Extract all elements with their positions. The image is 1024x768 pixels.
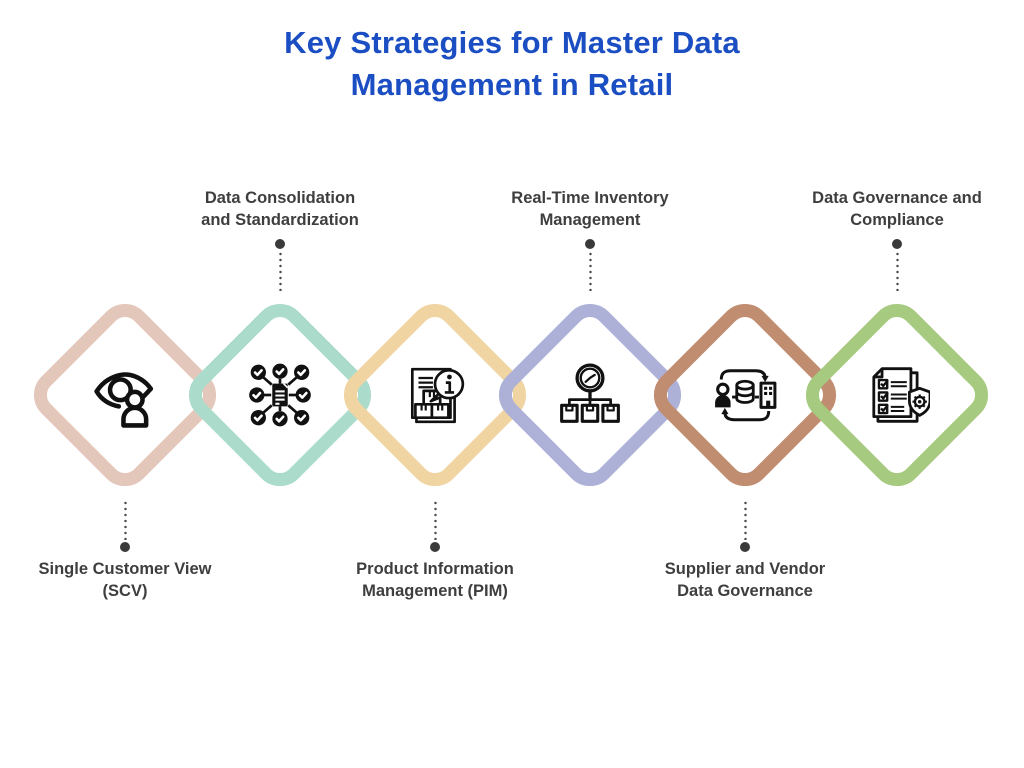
icon-wrap — [92, 362, 158, 428]
icon-wrap — [247, 362, 313, 428]
strategy-label: Data Consolidation and Standardization — [155, 188, 405, 231]
icon-wrap — [864, 362, 930, 428]
document-checkmarks-icon — [249, 363, 311, 427]
dotted-connector — [278, 251, 282, 291]
strategy-label: Product Information Management (PIM) — [310, 559, 560, 602]
strategy-label: Single Customer View (SCV) — [0, 559, 250, 602]
strategy-label-line-2: Management — [539, 210, 641, 229]
connector-dot — [585, 239, 595, 249]
dotted-connector — [895, 251, 899, 291]
strategy-label-line-2: and Standardization — [201, 210, 359, 229]
strategy-label-line-1: Supplier and Vendor — [664, 560, 826, 578]
strategy-label-line-1: Real-Time Inventory — [511, 189, 669, 207]
person-database-building-sync-icon — [715, 369, 777, 422]
icon-wrap — [712, 362, 778, 428]
strategy-label-line-1: Data Governance and — [812, 189, 982, 207]
page-title-line-2: Management in Retail — [350, 67, 674, 102]
strategy-label-line-2: (SCV) — [102, 581, 148, 600]
clock-inventory-boxes-icon — [560, 363, 620, 423]
page-title-line-1: Key Strategies for Master Data — [284, 25, 740, 60]
strategy-label-line-2: Data Governance — [677, 581, 813, 600]
dotted-connector — [588, 251, 592, 291]
strategy-label: Real-Time Inventory Management — [465, 188, 715, 231]
connector-dot — [430, 542, 440, 552]
checklist-shield-gear-icon — [872, 367, 930, 423]
eye-person-icon — [94, 372, 154, 428]
strategy-label: Supplier and Vendor Data Governance — [620, 559, 870, 602]
dotted-connector — [123, 500, 127, 540]
connector-dot — [120, 542, 130, 552]
connector-dot — [275, 239, 285, 249]
page-title: Key Strategies for Master Data Managemen… — [0, 22, 1024, 106]
connector-dot — [740, 542, 750, 552]
boxes-info-bubble-icon — [410, 367, 465, 424]
strategy-label-line-2: Compliance — [850, 210, 944, 229]
strategy-label: Data Governance and Compliance — [772, 188, 1022, 231]
strategy-label-line-1: Data Consolidation — [204, 189, 356, 207]
dotted-connector — [433, 500, 437, 540]
dotted-connector — [743, 500, 747, 540]
strategy-label-line-2: Management (PIM) — [362, 581, 508, 600]
icon-wrap — [402, 362, 468, 428]
icon-wrap — [557, 362, 623, 428]
connector-dot — [892, 239, 902, 249]
strategy-label-line-1: Product Information — [356, 560, 514, 578]
strategy-label-line-1: Single Customer View — [38, 560, 212, 578]
